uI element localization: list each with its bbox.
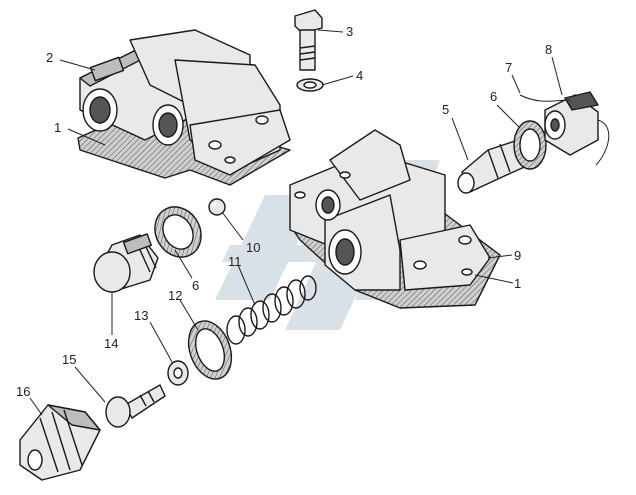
- sealing-ring-right: [513, 120, 547, 170]
- callout-16: 16: [16, 384, 30, 399]
- callout-labels: 1 1 2 3 4 5 6 6 7 8 9 10 11 12 13 14 15 …: [16, 24, 552, 399]
- callout-15: 15: [62, 352, 76, 367]
- callout-14: 14: [104, 336, 118, 351]
- cap-nut: [19, 404, 101, 481]
- callout-5: 5: [442, 102, 449, 117]
- electrical-connector: [519, 91, 610, 166]
- washer-top: [296, 78, 324, 92]
- callout-8: 8: [545, 42, 552, 57]
- callout-13: 13: [134, 308, 148, 323]
- callout-4: 4: [356, 68, 363, 83]
- leader-lines: [29, 29, 563, 416]
- callout-3: 3: [346, 24, 353, 39]
- valve-body-upper: [77, 29, 291, 186]
- coil-spring: [226, 275, 317, 345]
- valve-body-lower: [289, 129, 501, 309]
- callout-9: 9: [514, 248, 521, 263]
- callout-6-right: 6: [490, 89, 497, 104]
- bolt: [294, 9, 323, 71]
- callout-10: 10: [246, 240, 260, 255]
- callout-6-left: 6: [192, 278, 199, 293]
- callout-11: 11: [228, 254, 242, 269]
- check-ball: [208, 198, 226, 216]
- sealing-ring-left: [154, 206, 202, 258]
- washer-lower: [167, 360, 189, 386]
- callout-2: 2: [46, 50, 53, 65]
- threaded-plug: [93, 233, 159, 293]
- callout-12: 12: [168, 288, 182, 303]
- seal-ring-lower: [187, 320, 233, 380]
- adjusting-screw: [105, 384, 166, 428]
- callout-7: 7: [505, 60, 512, 75]
- callout-1-right: 1: [514, 276, 521, 291]
- callout-1-left: 1: [54, 120, 61, 135]
